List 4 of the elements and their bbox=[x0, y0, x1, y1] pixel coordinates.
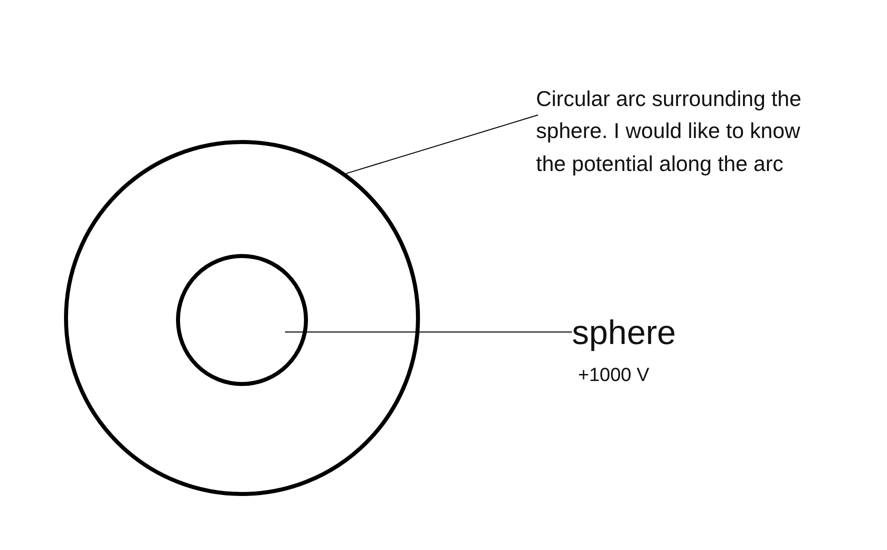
part-label: sphere bbox=[572, 314, 677, 354]
leader-line bbox=[346, 114, 538, 174]
voltage-label: +1000 V bbox=[578, 365, 650, 387]
annotation-text: Circular arc surrounding the sphere. I would like to know the potential along the arc bbox=[536, 86, 802, 178]
